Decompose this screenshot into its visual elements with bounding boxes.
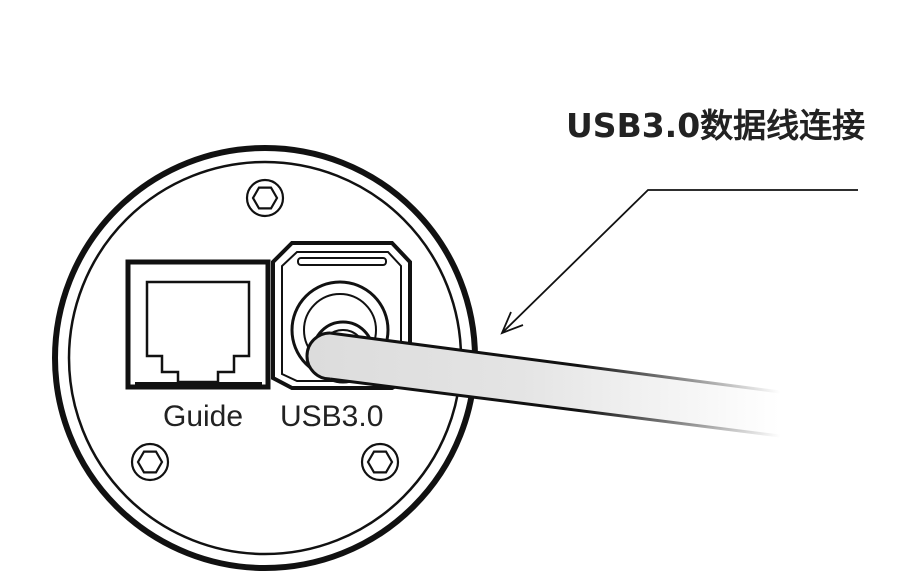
callout-leader-line bbox=[501, 189, 858, 334]
usb-cable bbox=[305, 331, 781, 438]
guide-port-label: Guide bbox=[163, 400, 243, 433]
screw-icon bbox=[130, 442, 170, 482]
arrow-head-icon bbox=[500, 311, 524, 335]
usb-port-label: USB3.0 bbox=[280, 400, 383, 433]
guide-port bbox=[125, 259, 271, 390]
screw-icon bbox=[360, 442, 400, 482]
callout-title: USB3.0数据线连接 bbox=[566, 106, 865, 145]
screw-icon bbox=[245, 178, 285, 218]
